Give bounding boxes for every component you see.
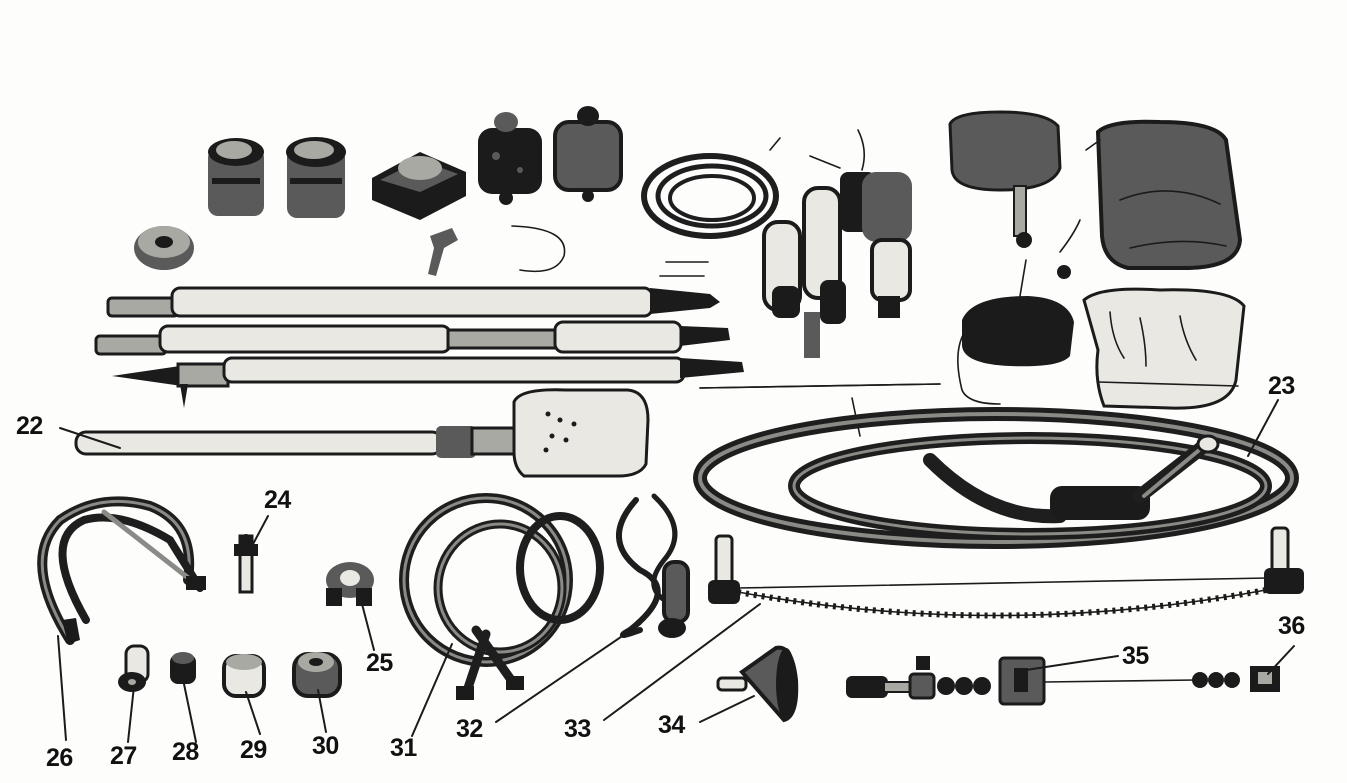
callout-23: 23 <box>1268 372 1295 400</box>
valve-body-2 <box>553 106 623 202</box>
coupling-part-30 <box>292 652 342 698</box>
long-bar-1 <box>106 286 720 318</box>
hand-pump <box>957 259 1074 405</box>
hose-assembly <box>693 383 1299 549</box>
u-clip <box>511 225 566 273</box>
cap-part-2 <box>286 137 346 218</box>
callout-31: 31 <box>390 734 417 762</box>
hose-part-26 <box>37 496 206 645</box>
cable-plug-part-32 <box>616 493 690 638</box>
small-wrench <box>428 228 458 276</box>
clamp-part-25 <box>326 562 374 606</box>
cable-coil <box>641 153 779 277</box>
bow-saw-part-33 <box>708 526 1304 619</box>
long-bar-2 <box>94 320 730 356</box>
fitting-part-27 <box>118 644 150 692</box>
sleeve-part-29 <box>222 654 266 698</box>
callout-28: 28 <box>172 738 199 766</box>
long-bar-3 <box>112 356 744 408</box>
nut-part-28 <box>170 652 196 684</box>
shovel <box>74 388 650 478</box>
callout-35: 35 <box>1122 642 1149 670</box>
square-block <box>372 152 466 220</box>
callout-25: 25 <box>366 649 393 677</box>
ring-nut <box>134 226 194 270</box>
callout-30: 30 <box>312 732 339 760</box>
shaft-end-part-36 <box>1192 666 1280 692</box>
callout-34: 34 <box>658 711 685 739</box>
callout-22: 22 <box>16 412 43 440</box>
cloth-bag <box>1082 287 1246 410</box>
cap-part-1 <box>208 138 264 216</box>
canister <box>1085 119 1243 270</box>
callout-33: 33 <box>564 715 591 743</box>
funnel-part-34 <box>716 645 799 723</box>
callout-32: 32 <box>456 715 483 743</box>
callout-36: 36 <box>1278 612 1305 640</box>
leader-lines <box>57 399 1295 743</box>
callout-27: 27 <box>110 742 137 770</box>
callout-29: 29 <box>240 736 267 764</box>
callout-26: 26 <box>46 744 73 772</box>
callout-24: 24 <box>264 486 291 514</box>
bolt-part-24 <box>234 534 258 594</box>
valve-body-1 <box>478 112 542 205</box>
torch-assembly <box>762 129 912 358</box>
coiled-hose-part-31 <box>399 493 604 700</box>
funnel-container <box>948 110 1081 279</box>
